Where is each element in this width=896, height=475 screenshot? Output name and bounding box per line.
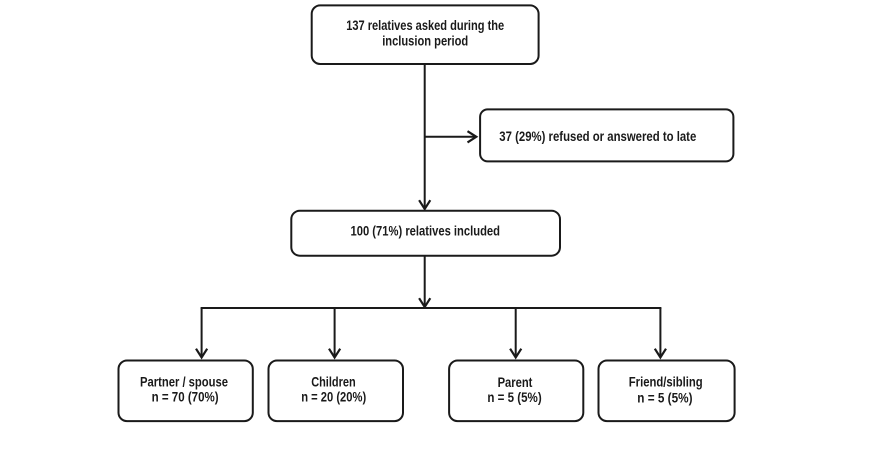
svg-text:Parent: Parent <box>498 375 533 390</box>
svg-text:n = 5 (5%): n = 5 (5%) <box>487 390 541 405</box>
svg-text:100 (71%) relatives included: 100 (71%) relatives included <box>351 223 501 238</box>
svg-text:Partner / spouse: Partner / spouse <box>140 374 228 389</box>
svg-text:n = 5 (5%): n = 5 (5%) <box>637 391 692 406</box>
svg-text:n = 20 (20%): n = 20 (20%) <box>301 390 366 405</box>
svg-text:Friend/sibling: Friend/sibling <box>629 375 703 390</box>
svg-text:Children: Children <box>311 375 356 390</box>
svg-text:inclusion period: inclusion period <box>382 33 468 48</box>
svg-text:n = 70 (70%): n = 70 (70%) <box>152 389 219 404</box>
svg-text:137 relatives asked during the: 137 relatives asked during the <box>346 18 504 33</box>
svg-text:37 (29%) refused or answered t: 37 (29%) refused or answered to late <box>499 129 696 144</box>
